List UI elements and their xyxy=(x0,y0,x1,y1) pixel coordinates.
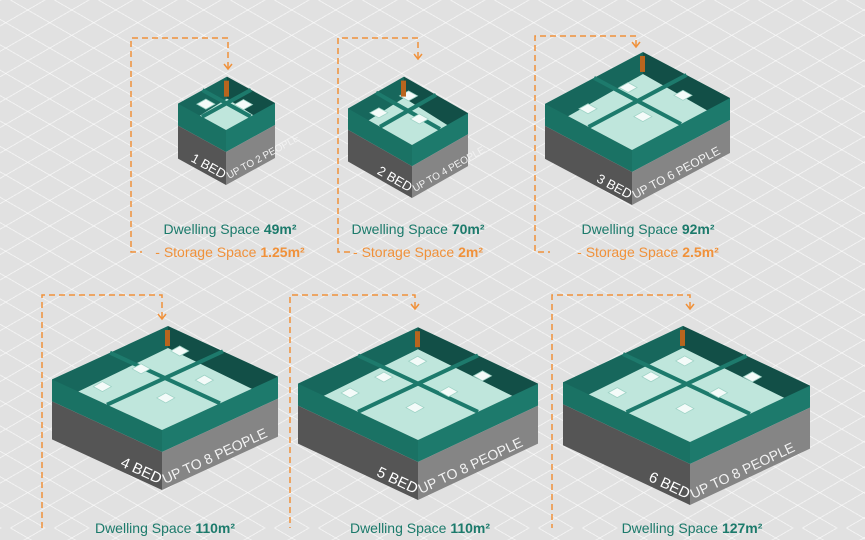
cabinet xyxy=(415,331,420,348)
arrow-down-icon xyxy=(223,63,233,71)
caption-4-bed: Dwelling Space 110m² xyxy=(94,520,236,536)
front-left-wall xyxy=(298,383,418,462)
front-right-wall xyxy=(690,385,810,464)
right-base xyxy=(632,120,730,205)
back-wall xyxy=(563,325,683,405)
bed-furniture xyxy=(674,355,695,367)
dashed-connector xyxy=(534,35,637,253)
bed-furniture xyxy=(438,386,459,398)
front-left-wall xyxy=(563,382,690,464)
front-left-wall xyxy=(545,103,632,172)
right-base xyxy=(412,134,468,198)
left-base xyxy=(348,129,412,198)
front-left-wall xyxy=(52,379,162,452)
bed-furniture xyxy=(618,82,638,93)
bed-furniture xyxy=(155,392,176,404)
back-wall xyxy=(298,327,418,406)
dashed-connector xyxy=(130,37,229,253)
front-left-wall xyxy=(178,103,226,152)
front-left-wall xyxy=(348,108,412,167)
bed-furniture xyxy=(407,355,428,367)
back-wall xyxy=(348,76,404,130)
bed-furniture xyxy=(708,387,729,399)
left-base xyxy=(563,404,690,505)
bed-furniture xyxy=(633,111,653,123)
arrow-down-icon xyxy=(413,53,423,61)
arrow-down-icon xyxy=(157,313,167,321)
left-base xyxy=(545,125,632,205)
interior-wall xyxy=(625,353,748,414)
right-base xyxy=(226,125,275,185)
bed-furniture xyxy=(607,387,628,399)
back-wall xyxy=(643,51,730,121)
bed-furniture xyxy=(233,99,254,111)
back-wall xyxy=(418,327,538,406)
bed-furniture xyxy=(673,89,693,101)
caption-1-bed: Dwelling Space 49m² - Storage Space 1.25… xyxy=(155,221,305,260)
back-wall xyxy=(52,326,168,402)
caption-2-bed: Dwelling Space 70m² - Storage Space 2m² xyxy=(351,221,485,260)
caption-3-bed: Dwelling Space 92m² - Storage Space 2.5m… xyxy=(577,221,719,260)
front-right-wall xyxy=(632,98,730,172)
bed-furniture xyxy=(369,107,389,119)
bed-furniture xyxy=(131,363,151,375)
interior-wall xyxy=(379,93,437,129)
dashed-connector xyxy=(41,294,163,528)
bed-furniture xyxy=(578,103,598,115)
left-base xyxy=(298,405,418,500)
front-right-wall xyxy=(162,376,278,452)
bed-furniture xyxy=(340,387,360,399)
caption-6-bed: Dwelling Space 127m² xyxy=(621,520,763,536)
back-wall xyxy=(404,76,468,135)
left-base xyxy=(178,125,226,185)
interior-wall xyxy=(201,88,252,119)
cabinet xyxy=(401,80,406,97)
front-right-wall xyxy=(418,383,538,462)
bed-furniture xyxy=(675,403,695,415)
bed-furniture xyxy=(374,371,394,383)
right-base xyxy=(162,398,278,490)
caption-5-bed: Dwelling Space 110m² xyxy=(349,520,491,536)
interior-wall xyxy=(357,353,479,414)
bed-furniture xyxy=(405,402,425,414)
bed-furniture xyxy=(196,98,216,110)
bed-furniture xyxy=(472,370,493,382)
bed-furniture xyxy=(194,374,215,386)
dashed-connector xyxy=(337,37,419,253)
front-right-wall xyxy=(226,103,275,152)
front-right-wall xyxy=(412,113,468,167)
right-base xyxy=(418,405,538,500)
cabinet xyxy=(224,80,229,97)
interior-wall xyxy=(587,73,688,129)
cabinet xyxy=(165,330,170,347)
bed-furniture xyxy=(409,113,430,125)
back-wall xyxy=(168,326,278,399)
left-base xyxy=(52,401,162,490)
bed-furniture xyxy=(641,371,661,383)
arrow-down-icon xyxy=(410,303,420,311)
cabinet xyxy=(640,55,645,72)
back-wall xyxy=(683,325,810,408)
bed-furniture xyxy=(742,371,763,383)
back-wall xyxy=(545,51,643,126)
dashed-connector xyxy=(289,294,416,528)
interior-wall xyxy=(106,349,224,407)
cabinet xyxy=(680,329,685,346)
bed-furniture xyxy=(92,381,113,393)
arrow-down-icon xyxy=(631,41,641,49)
right-base xyxy=(690,407,810,505)
bed-furniture xyxy=(169,345,190,357)
arrow-down-icon xyxy=(685,303,695,311)
dashed-connector xyxy=(551,294,691,528)
